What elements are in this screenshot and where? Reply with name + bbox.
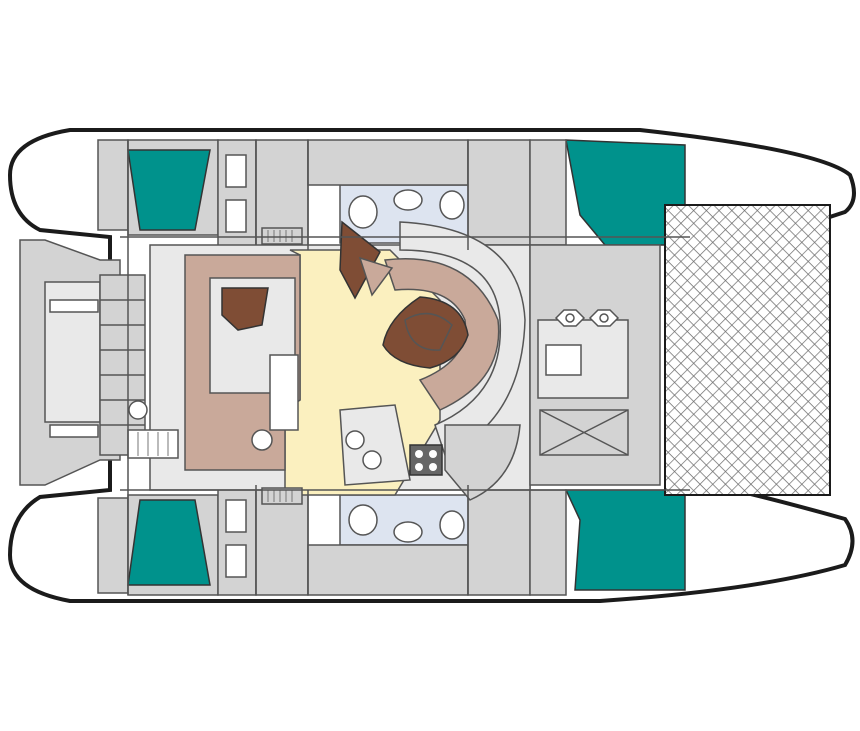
- galley-sink-1: [345, 430, 365, 450]
- trampoline-netting: [664, 204, 831, 496]
- starboard-fwd-berth: [564, 489, 686, 591]
- electrical-panel: [127, 429, 179, 459]
- galley-sink-2: [362, 450, 382, 470]
- galley-counter: [444, 424, 521, 501]
- starboard-aft-berth: [127, 499, 211, 586]
- dinette: [339, 220, 526, 457]
- aft-cockpit: [19, 239, 148, 486]
- starboard-aft-locker-1: [225, 499, 247, 533]
- starboard-aft-locker-2: [225, 544, 247, 578]
- starboard-hull: [97, 484, 686, 596]
- port-head-sink: [393, 189, 423, 211]
- port-aft-locker-2: [225, 199, 247, 233]
- dinette-seat: [383, 258, 500, 411]
- dinette-table: [382, 296, 469, 369]
- port-aft-berth: [127, 149, 211, 231]
- galley: [339, 404, 521, 501]
- starboard-head-toilet: [348, 504, 378, 536]
- nav-table: [221, 287, 269, 331]
- starboard-head-sink: [393, 521, 423, 543]
- port-hull: [97, 139, 686, 251]
- galley-stove: [409, 444, 443, 476]
- port-head-toilet: [348, 195, 378, 229]
- port-aft-locker-1: [225, 154, 247, 188]
- forward-deck: [529, 244, 661, 486]
